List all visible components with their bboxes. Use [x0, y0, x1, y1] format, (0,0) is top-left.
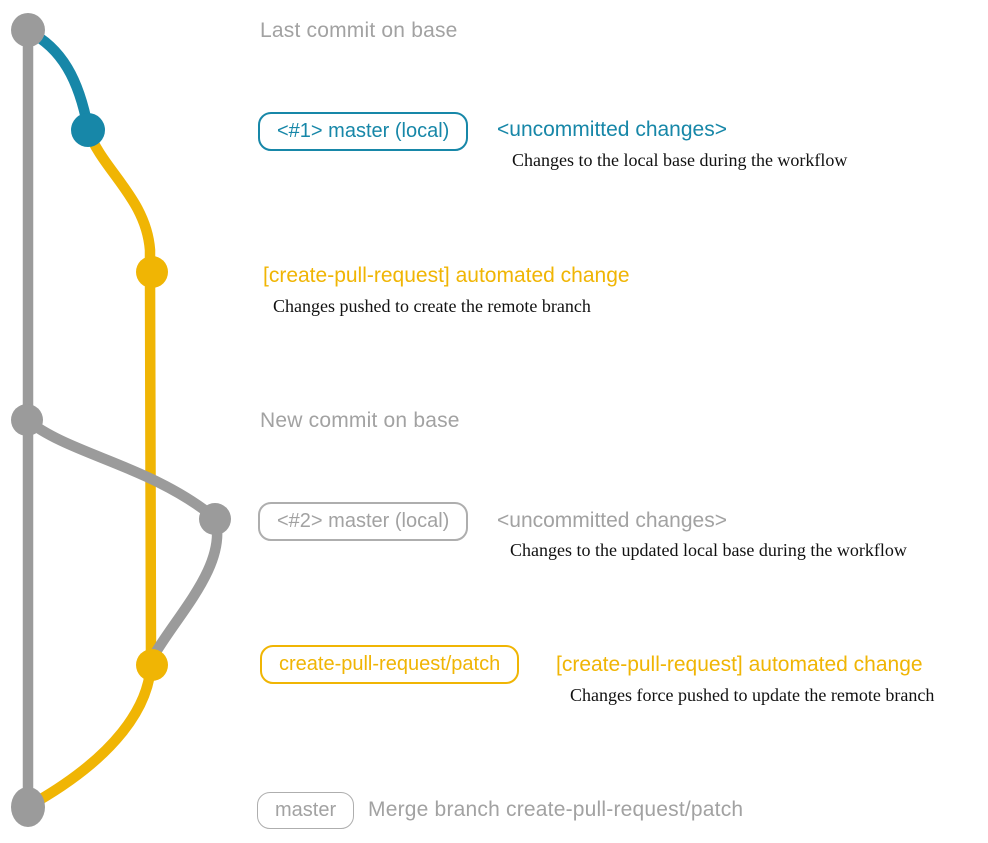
automated-change-desc-2: Changes force pushed to update the remot… [570, 685, 935, 705]
commit-node-automated-change-2 [136, 649, 168, 681]
uncommitted-changes-desc-1: Changes to the local base during the wor… [512, 150, 848, 170]
commit-node-master-local-1 [71, 113, 105, 147]
automated-change-desc-1: Changes pushed to create the remote bran… [273, 296, 591, 316]
uncommitted-changes-desc-2: Changes to the updated local base during… [510, 540, 907, 560]
uncommitted-changes-title-2: <uncommitted changes> [497, 509, 727, 532]
commit-node-master-local-2 [199, 503, 231, 535]
merge-branch-label: Merge branch create-pull-request/patch [368, 798, 744, 821]
commit-node-merge [11, 787, 45, 827]
last-commit-label: Last commit on base [260, 19, 458, 42]
commit-node-automated-change-1 [136, 256, 168, 288]
new-commit-label: New commit on base [260, 409, 460, 432]
branch-badge-master-local-2: <#2> master (local) [258, 502, 469, 541]
local-change-branch-line [22, 25, 94, 134]
uncommitted-changes-title-1: <uncommitted changes> [497, 118, 727, 141]
automated-change-title-1: [create-pull-request] automated change [263, 264, 630, 287]
commit-node-last-base [11, 13, 45, 47]
branch-badge-master: master [257, 792, 355, 829]
local-master-branch-line [21, 414, 223, 658]
automated-change-title-2: [create-pull-request] automated change [556, 653, 923, 676]
branch-badge-patch: create-pull-request/patch [260, 645, 520, 684]
branch-badge-master-local-1: <#1> master (local) [258, 112, 469, 151]
commit-node-new-base [11, 404, 43, 436]
